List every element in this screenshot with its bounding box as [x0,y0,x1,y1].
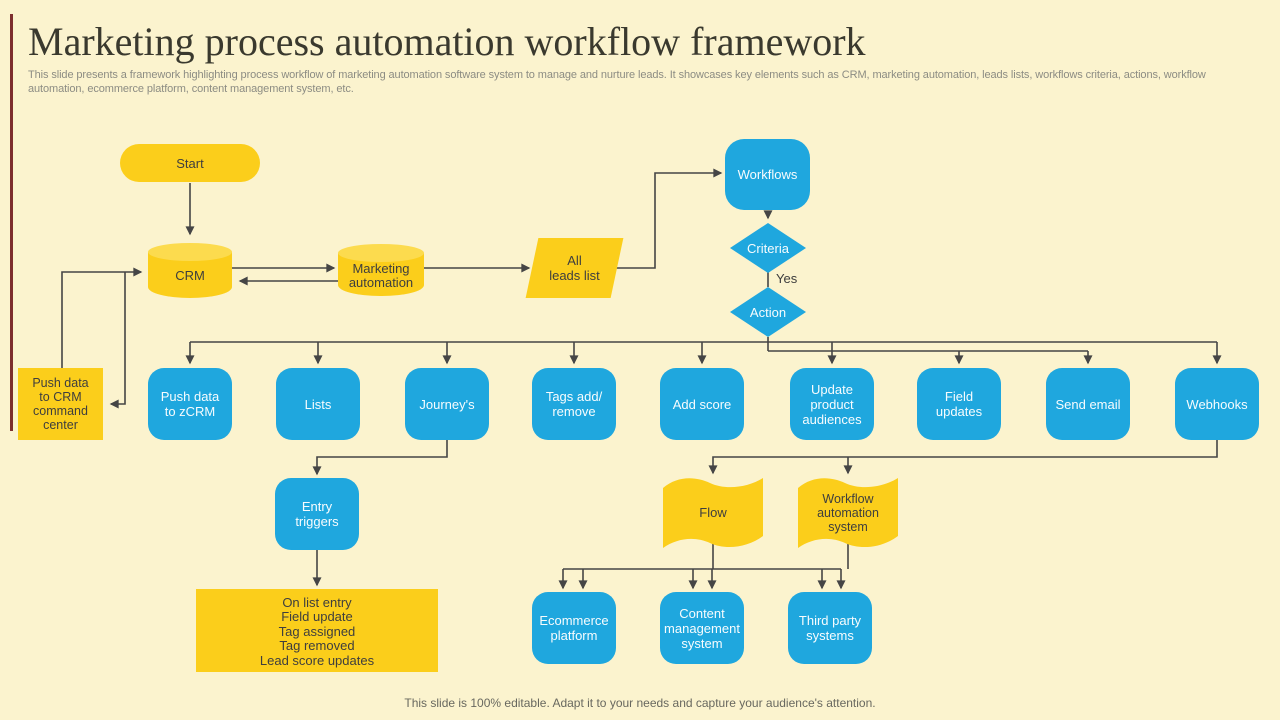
node-send-email[interactable]: Send email [1046,368,1130,440]
node-entry-triggers-label: Entry triggers [295,499,339,529]
node-workflow-automation-system-flag[interactable]: Workflow automation system [798,474,898,552]
node-journeys-label: Journey's [419,396,475,412]
node-crm-cylinder[interactable]: CRM [148,243,232,298]
node-crm-label: CRM [175,268,205,283]
node-push-data-crm-command-center-label: Push data to CRM command center [32,376,89,432]
node-push-data-crm-command-center[interactable]: Push data to CRM command center [18,368,103,440]
node-content-management-system[interactable]: Content management system [660,592,744,664]
node-webhooks[interactable]: Webhooks [1175,368,1259,440]
node-workflows[interactable]: Workflows [725,139,810,210]
node-criteria-label: Criteria [747,240,789,256]
node-marketing-automation-label: Marketing automation [348,260,414,290]
subtitle-line-1: This slide presents a framework highligh… [28,69,1206,81]
node-all-leads-list[interactable]: All leads list [525,238,624,298]
node-lists[interactable]: Lists [276,368,360,440]
page-title: Marketing process automation workflow fr… [28,19,866,64]
node-marketing-automation-cylinder[interactable]: Marketing automation [338,244,424,296]
node-webhooks-label: Webhooks [1186,396,1248,412]
node-start[interactable]: Start [120,144,260,182]
node-add-score[interactable]: Add score [660,368,744,440]
node-ecommerce-platform-label: Ecommerce platform [539,613,609,643]
node-push-data-to-zcrm-label: Push data to zCRM [160,389,220,419]
node-update-product-audiences[interactable]: Update product audiences [790,368,874,440]
accent-bar [10,14,13,431]
node-all-leads-list-label: All leads list [549,253,600,283]
node-content-management-system-label: Content management system [664,605,740,651]
node-ecommerce-platform[interactable]: Ecommerce platform [532,592,616,664]
footer-note: This slide is 100% editable. Adapt it to… [404,696,876,710]
node-third-party-systems-label: Third party systems [798,613,862,643]
node-tags-add-remove[interactable]: Tags add/ remove [532,368,616,440]
wave-shape [798,478,898,548]
node-push-data-to-zcrm[interactable]: Push data to zCRM [148,368,232,440]
node-journeys[interactable]: Journey's [405,368,489,440]
slide-subtitle: This slide presents a framework highligh… [28,69,1278,96]
node-trigger-list-text: On list entry Field update Tag assigned … [259,594,375,668]
node-send-email-label: Send email [1055,396,1121,412]
node-tags-add-remove-label: Tags add/ remove [545,389,603,419]
wave-shape [663,478,763,548]
node-workflows-label: Workflows [737,167,798,182]
node-flow-flag[interactable]: Flow [663,474,763,552]
subtitle-line-2: automation, ecommerce platform, content … [28,82,354,95]
node-add-score-label: Add score [672,396,732,412]
node-third-party-systems[interactable]: Third party systems [788,592,872,664]
node-field-updates-label: Field updates [935,389,983,419]
node-update-product-audiences-label: Update product audiences [802,381,862,427]
node-field-updates[interactable]: Field updates [917,368,1001,440]
node-start-label: Start [176,155,204,171]
node-trigger-list[interactable]: On list entry Field update Tag assigned … [196,589,438,672]
node-lists-label: Lists [304,396,332,412]
node-action-label: Action [749,304,787,320]
yes-branch-label: Yes [776,271,798,286]
node-entry-triggers[interactable]: Entry triggers [275,478,359,550]
